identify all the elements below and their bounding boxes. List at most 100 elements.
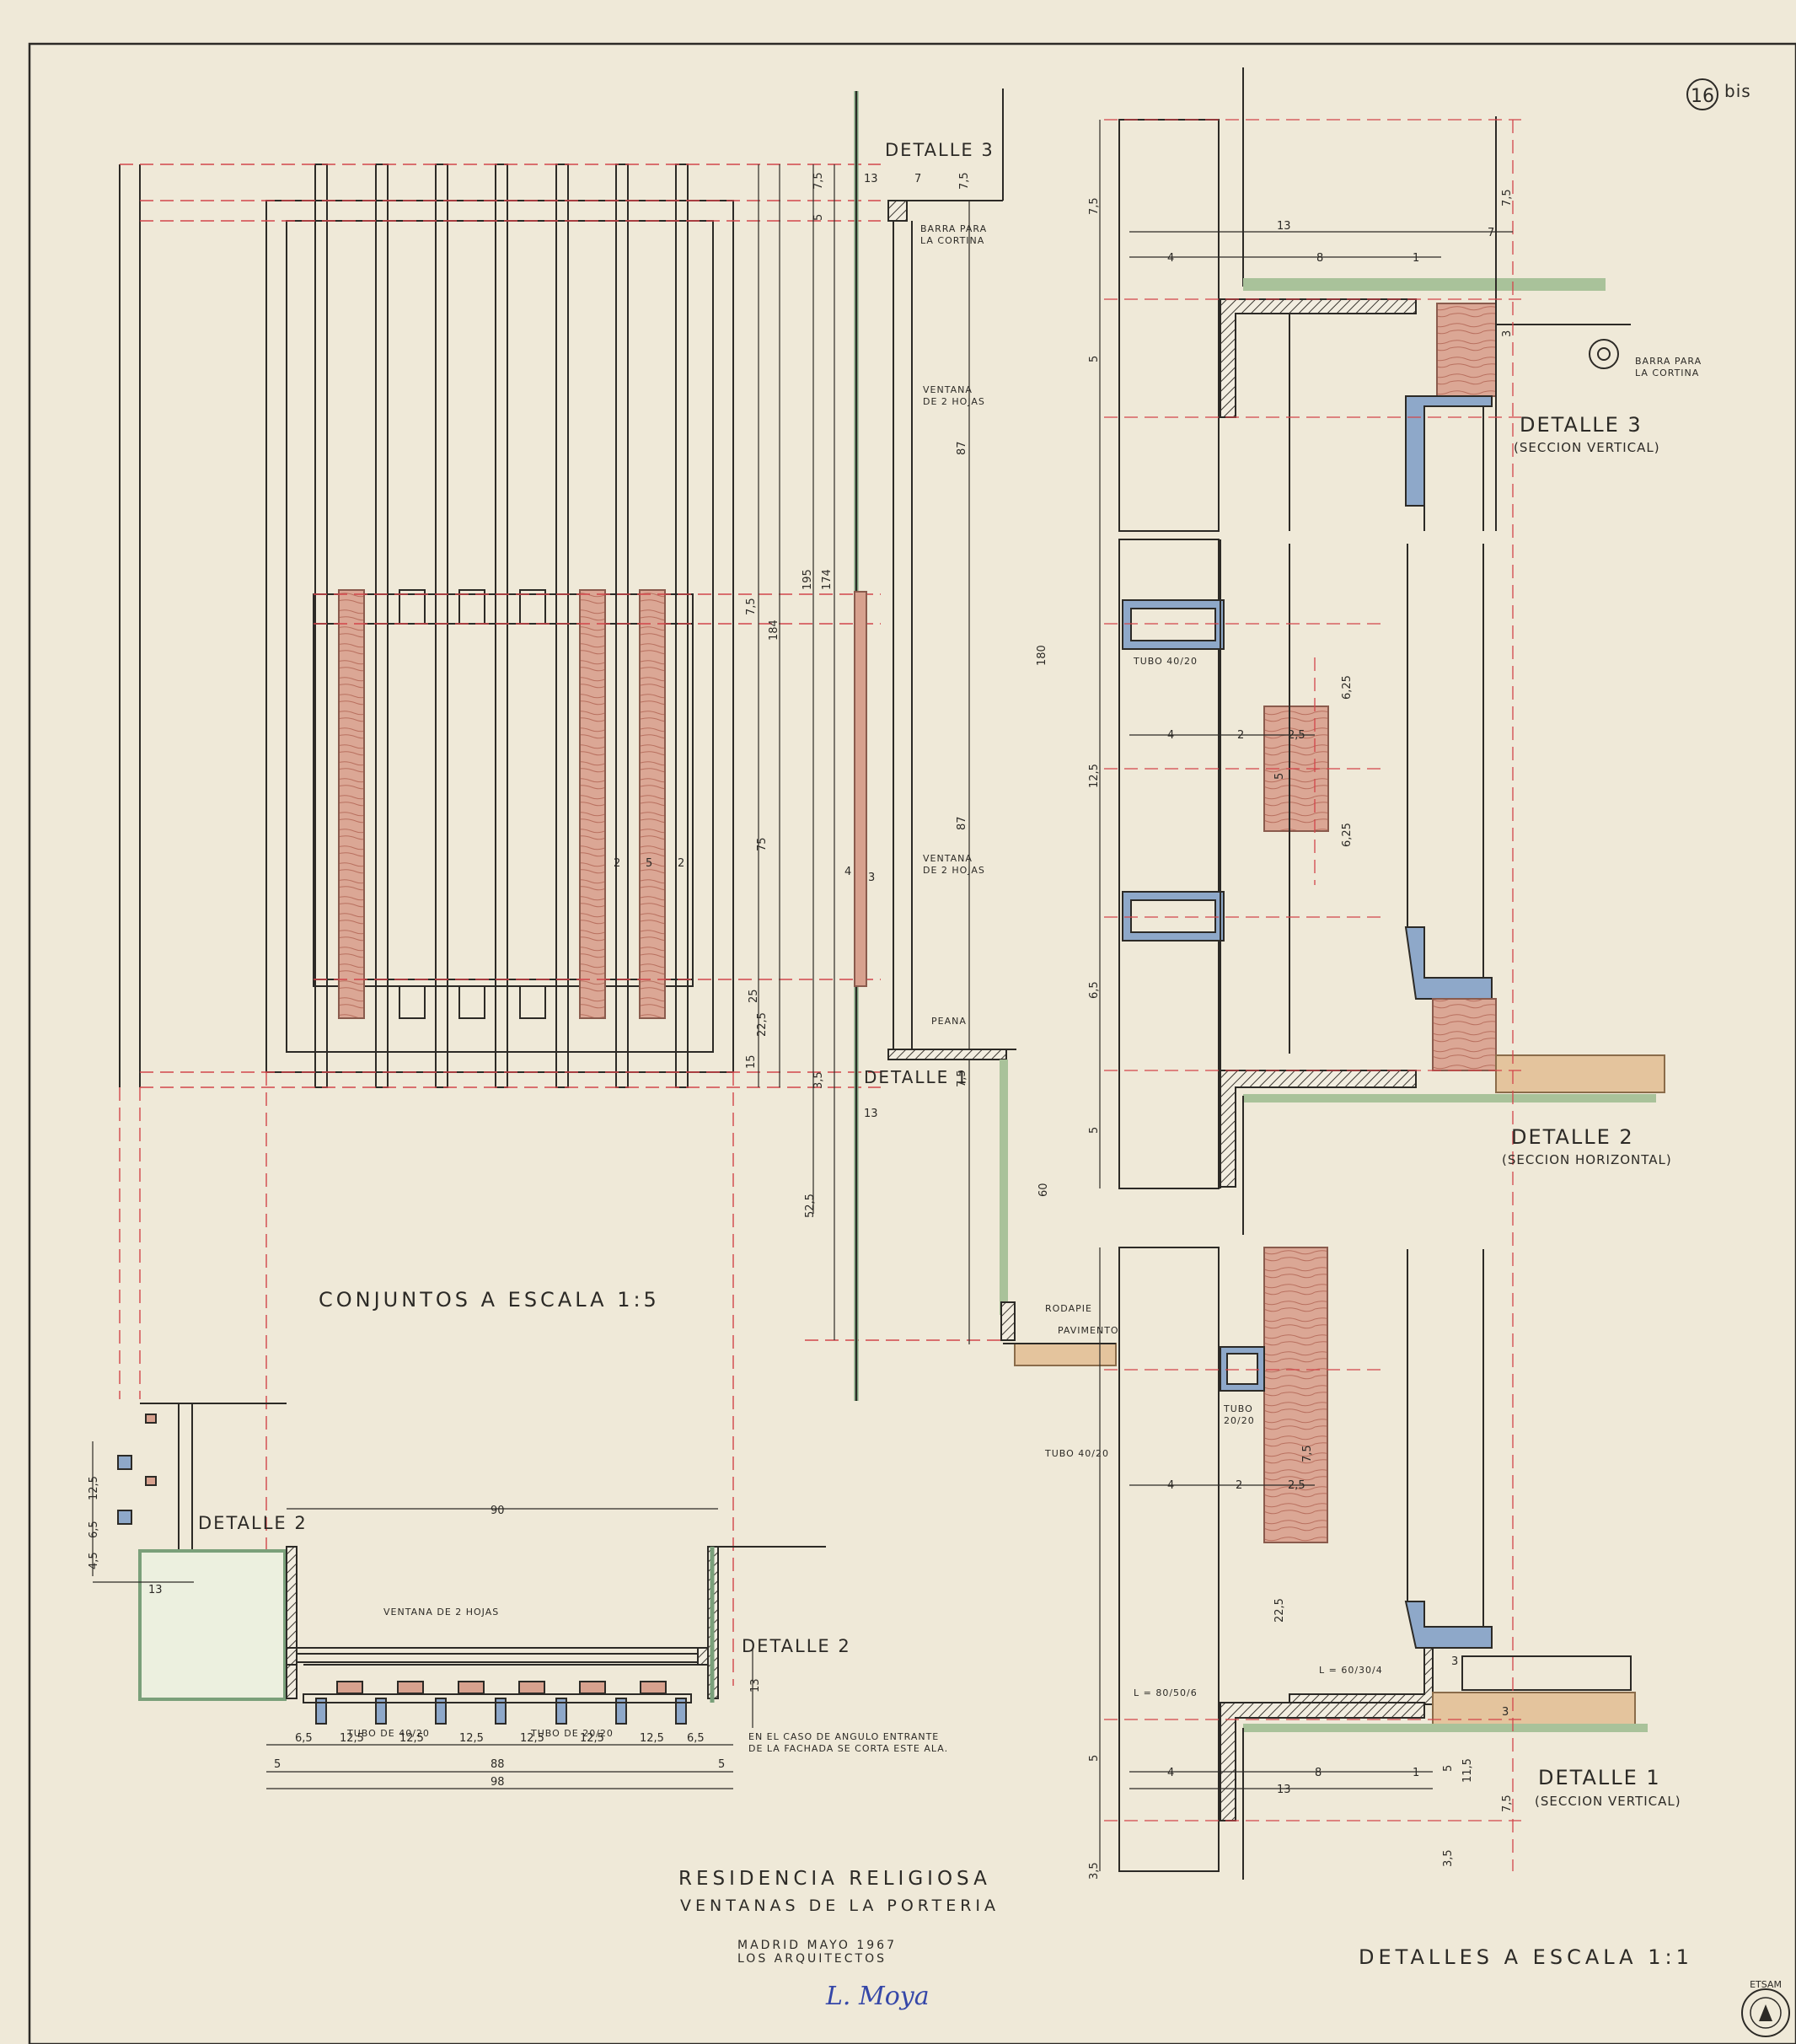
dim-b35b: 3,5 — [1088, 1862, 1101, 1880]
note-peana: PEANA — [931, 1016, 967, 1027]
dim-q98: 98 — [491, 1776, 505, 1789]
dim-m625b: 6,25 — [1341, 823, 1354, 847]
label-detalle3-sub: (SECCION VERTICAL) — [1514, 440, 1660, 455]
dim-r8: 8 — [1316, 252, 1323, 265]
dim-q88: 88 — [491, 1758, 505, 1771]
dim-e174: 174 — [821, 569, 834, 590]
elevation-dimensions — [758, 164, 970, 1344]
dim-e5a: 5 — [646, 857, 652, 870]
dim-e87a: 87 — [956, 441, 968, 455]
dim-b4: 4 — [1167, 1479, 1174, 1492]
label-detalle1-big: DETALLE 1 — [1538, 1766, 1661, 1789]
dim-p45: 4,5 — [88, 1552, 100, 1569]
dim-p90: 90 — [491, 1505, 505, 1517]
sheet-number-value: 16 — [1691, 86, 1714, 107]
dim-q125a: 12,5 — [340, 1732, 364, 1745]
dim-e75: 75 — [756, 837, 769, 851]
dim-b4c: 4 — [1167, 1767, 1174, 1779]
dim-q125d: 12,5 — [520, 1732, 544, 1745]
dim-e225: 22,5 — [756, 1012, 769, 1037]
dim-p13: 13 — [148, 1584, 163, 1596]
archive-stamp-label: ETSAM — [1750, 1979, 1782, 1990]
dim-e195: 195 — [801, 569, 814, 590]
note-plan-1: EN EL CASO DE ANGULO ENTRANTE — [748, 1731, 939, 1742]
dim-r1: 1 — [1413, 252, 1419, 265]
dim-b25: 2,5 — [1288, 1479, 1305, 1492]
dim-p13r: 13 — [749, 1678, 762, 1693]
note-l60: L = 60/30/4 — [1319, 1665, 1383, 1676]
label-detalle3-big: DETALLE 3 — [1520, 413, 1643, 437]
note-tubo-2020-a: TUBO — [1223, 1403, 1253, 1414]
dim-r5: 5 — [1088, 356, 1101, 362]
label-detalle2-big: DETALLE 2 — [1511, 1125, 1634, 1149]
dim-e7: 7 — [914, 173, 921, 185]
label-detalle1-sub: (SECCION VERTICAL) — [1535, 1794, 1681, 1809]
dim-e13: 13 — [864, 173, 878, 185]
note-tubo-4020-d1: TUBO 40/20 — [1044, 1448, 1109, 1459]
label-detalle1-elev: DETALLE 1 — [864, 1067, 968, 1087]
dim-e75c: 7,5 — [956, 1070, 968, 1087]
window-section-profile — [854, 89, 1117, 1401]
dim-r3: 3 — [1501, 330, 1514, 337]
dim-m65: 6,5 — [1088, 981, 1101, 999]
dim-e4: 4 — [844, 866, 851, 878]
sheet-border — [28, 42, 1796, 2044]
dim-p65: 6,5 — [88, 1521, 100, 1538]
dim-e13b: 13 — [864, 1108, 878, 1120]
dim-e75b: 7,5 — [958, 172, 971, 190]
dim-q65b: 6,5 — [687, 1732, 705, 1745]
title-authors: LOS ARQUITECTOS — [737, 1952, 887, 1966]
note-rodapie: RODAPIE — [1045, 1303, 1092, 1314]
dim-q125b: 12,5 — [399, 1732, 424, 1745]
dim-b13: 13 — [1277, 1784, 1291, 1796]
sheet-number-suffix: bis — [1724, 81, 1751, 101]
dim-q125e: 12,5 — [580, 1732, 604, 1745]
dim-m5v: 5 — [1273, 773, 1286, 780]
dim-e75a: 7,5 — [812, 172, 825, 190]
dim-b115: 11,5 — [1461, 1758, 1474, 1783]
dim-r7: 7 — [1488, 227, 1494, 239]
label-detalle2-plan-right: DETALLE 2 — [742, 1636, 851, 1656]
dim-b8: 8 — [1315, 1767, 1322, 1779]
title-subject: VENTANAS DE LA PORTERIA — [680, 1896, 1000, 1915]
dim-e525: 52,5 — [804, 1194, 817, 1218]
note-barra-2: LA CORTINA — [920, 235, 984, 246]
dim-e35: 3,5 — [812, 1071, 825, 1089]
note-plan-tubo-2020: TUBO DE 20/20 — [530, 1728, 614, 1739]
dim-e2a: 2 — [614, 857, 620, 870]
note-ventana-b2: DE 2 HOJAS — [923, 865, 985, 876]
dim-e25: 25 — [748, 989, 760, 1003]
dim-b75b: 7,5 — [1501, 1795, 1514, 1812]
dim-e15: 15 — [745, 1054, 758, 1069]
dim-r13: 13 — [1277, 220, 1291, 233]
dim-e60: 60 — [1037, 1183, 1050, 1197]
dim-e5: 5 — [812, 214, 825, 221]
dim-b35: 3,5 — [1442, 1849, 1455, 1867]
title-detalles: DETALLES A ESCALA 1:1 — [1359, 1945, 1693, 1969]
dim-b1: 1 — [1413, 1767, 1419, 1779]
elevation-grille — [119, 164, 734, 1088]
dim-e2b: 2 — [678, 857, 684, 870]
dim-r75b: 7,5 — [1501, 189, 1514, 207]
dim-q125f: 12,5 — [640, 1732, 664, 1745]
signature: L. Moya — [825, 1982, 930, 2011]
note-barra-1: BARRA PARA — [920, 223, 987, 234]
note-ventana-b1: VENTANA — [923, 853, 973, 864]
dim-b3b: 3 — [1502, 1706, 1509, 1719]
note-pavimento: PAVIMENTO — [1058, 1325, 1119, 1336]
note-ventana-a1: VENTANA — [923, 384, 973, 395]
plan-dimension-lines — [92, 1441, 753, 1789]
dim-b5l: 5 — [1088, 1755, 1101, 1762]
dim-m5: 5 — [1088, 1127, 1101, 1134]
detail-sections — [1118, 67, 1665, 1880]
title-conjuntos: CONJUNTOS A ESCALA 1:5 — [319, 1288, 660, 1312]
plan-section — [117, 1403, 826, 1725]
dim-r75: 7,5 — [1088, 197, 1101, 215]
title-project: RESIDENCIA RELIGIOSA — [678, 1868, 991, 1890]
label-detalle2-sub: (SECCION HORIZONTAL) — [1502, 1152, 1672, 1167]
dim-b2: 2 — [1236, 1479, 1242, 1492]
dim-q5a: 5 — [274, 1758, 281, 1771]
note-ventana-a2: DE 2 HOJAS — [923, 396, 985, 407]
dim-q65a: 6,5 — [295, 1732, 313, 1745]
